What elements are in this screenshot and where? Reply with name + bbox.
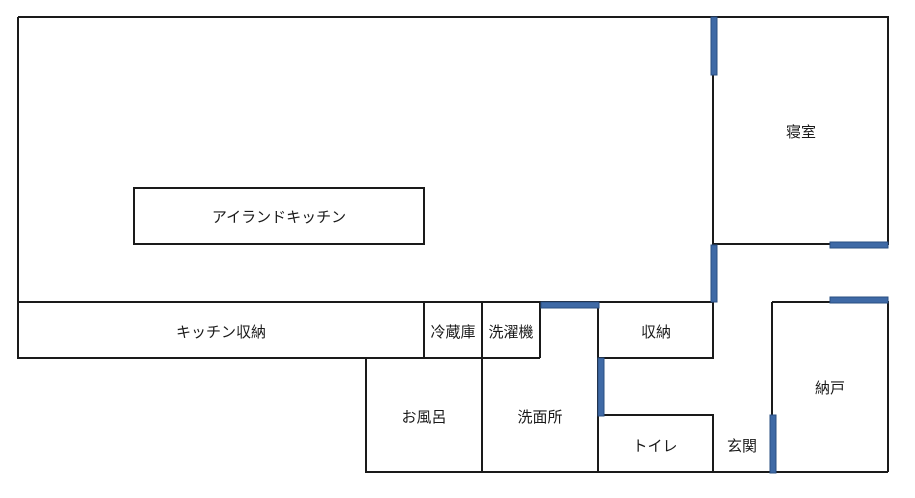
label-washing-machine: 洗濯機 (488, 323, 533, 341)
kitchen-storage-wall (18, 301, 713, 472)
label-storage: 収納 (641, 323, 671, 341)
door-washroom-side (597, 357, 605, 417)
door-bedroom-upper (710, 16, 718, 76)
label-bath: お風呂 (401, 408, 446, 426)
label-entrance: 玄関 (727, 437, 757, 455)
label-kitchen-storage: キッチン収納 (176, 323, 266, 341)
label-toilet: トイレ (632, 437, 677, 455)
bedroom-walls (712, 17, 889, 302)
label-refrigerator: 冷蔵庫 (430, 323, 475, 341)
door-bedroom-lower (710, 244, 718, 303)
label-bedroom: 寝室 (786, 123, 816, 141)
label-washroom: 洗面所 (517, 408, 562, 426)
label-closet: 納戸 (815, 379, 845, 397)
island-kitchen-counter (133, 187, 425, 245)
door-washroom-top (540, 301, 600, 309)
door-closet-top (829, 296, 889, 304)
door-bedroom-right (829, 241, 889, 249)
door-closet-side (769, 414, 777, 474)
label-island-kitchen: アイランドキッチン (212, 208, 346, 226)
